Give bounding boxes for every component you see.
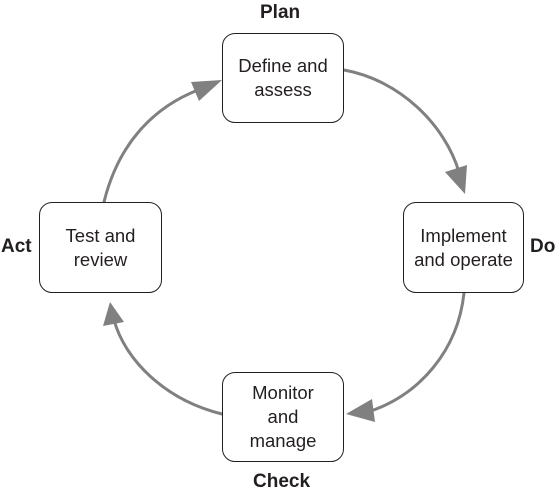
- arrow-check-to-act: [112, 318, 224, 416]
- phase-label-do: Do: [530, 236, 556, 257]
- arrow-do-to-check: [366, 291, 466, 414]
- arrowhead-check-to-act: [103, 302, 124, 326]
- phase-label-check: Check: [253, 471, 311, 492]
- arrow-act-to-plan: [102, 88, 200, 204]
- arrow-plan-to-do: [342, 68, 461, 174]
- arrowhead-plan-to-do: [445, 165, 467, 194]
- arrowhead-act-to-plan: [191, 80, 222, 101]
- step-box-plan: Define and assess: [222, 33, 344, 123]
- arrowhead-do-to-check: [346, 399, 375, 422]
- step-box-do: Implement and operate: [403, 202, 524, 293]
- phase-label-plan: Plan: [260, 2, 301, 23]
- step-text-act: Test and review: [65, 224, 136, 270]
- step-text-check: Monitor and manage: [249, 382, 317, 451]
- step-text-do: Implement and operate: [414, 224, 513, 270]
- step-text-plan: Define and assess: [238, 55, 328, 100]
- step-box-check: Monitor and manage: [222, 372, 344, 462]
- step-box-act: Test and review: [39, 202, 162, 293]
- phase-label-act: Act: [1, 236, 32, 257]
